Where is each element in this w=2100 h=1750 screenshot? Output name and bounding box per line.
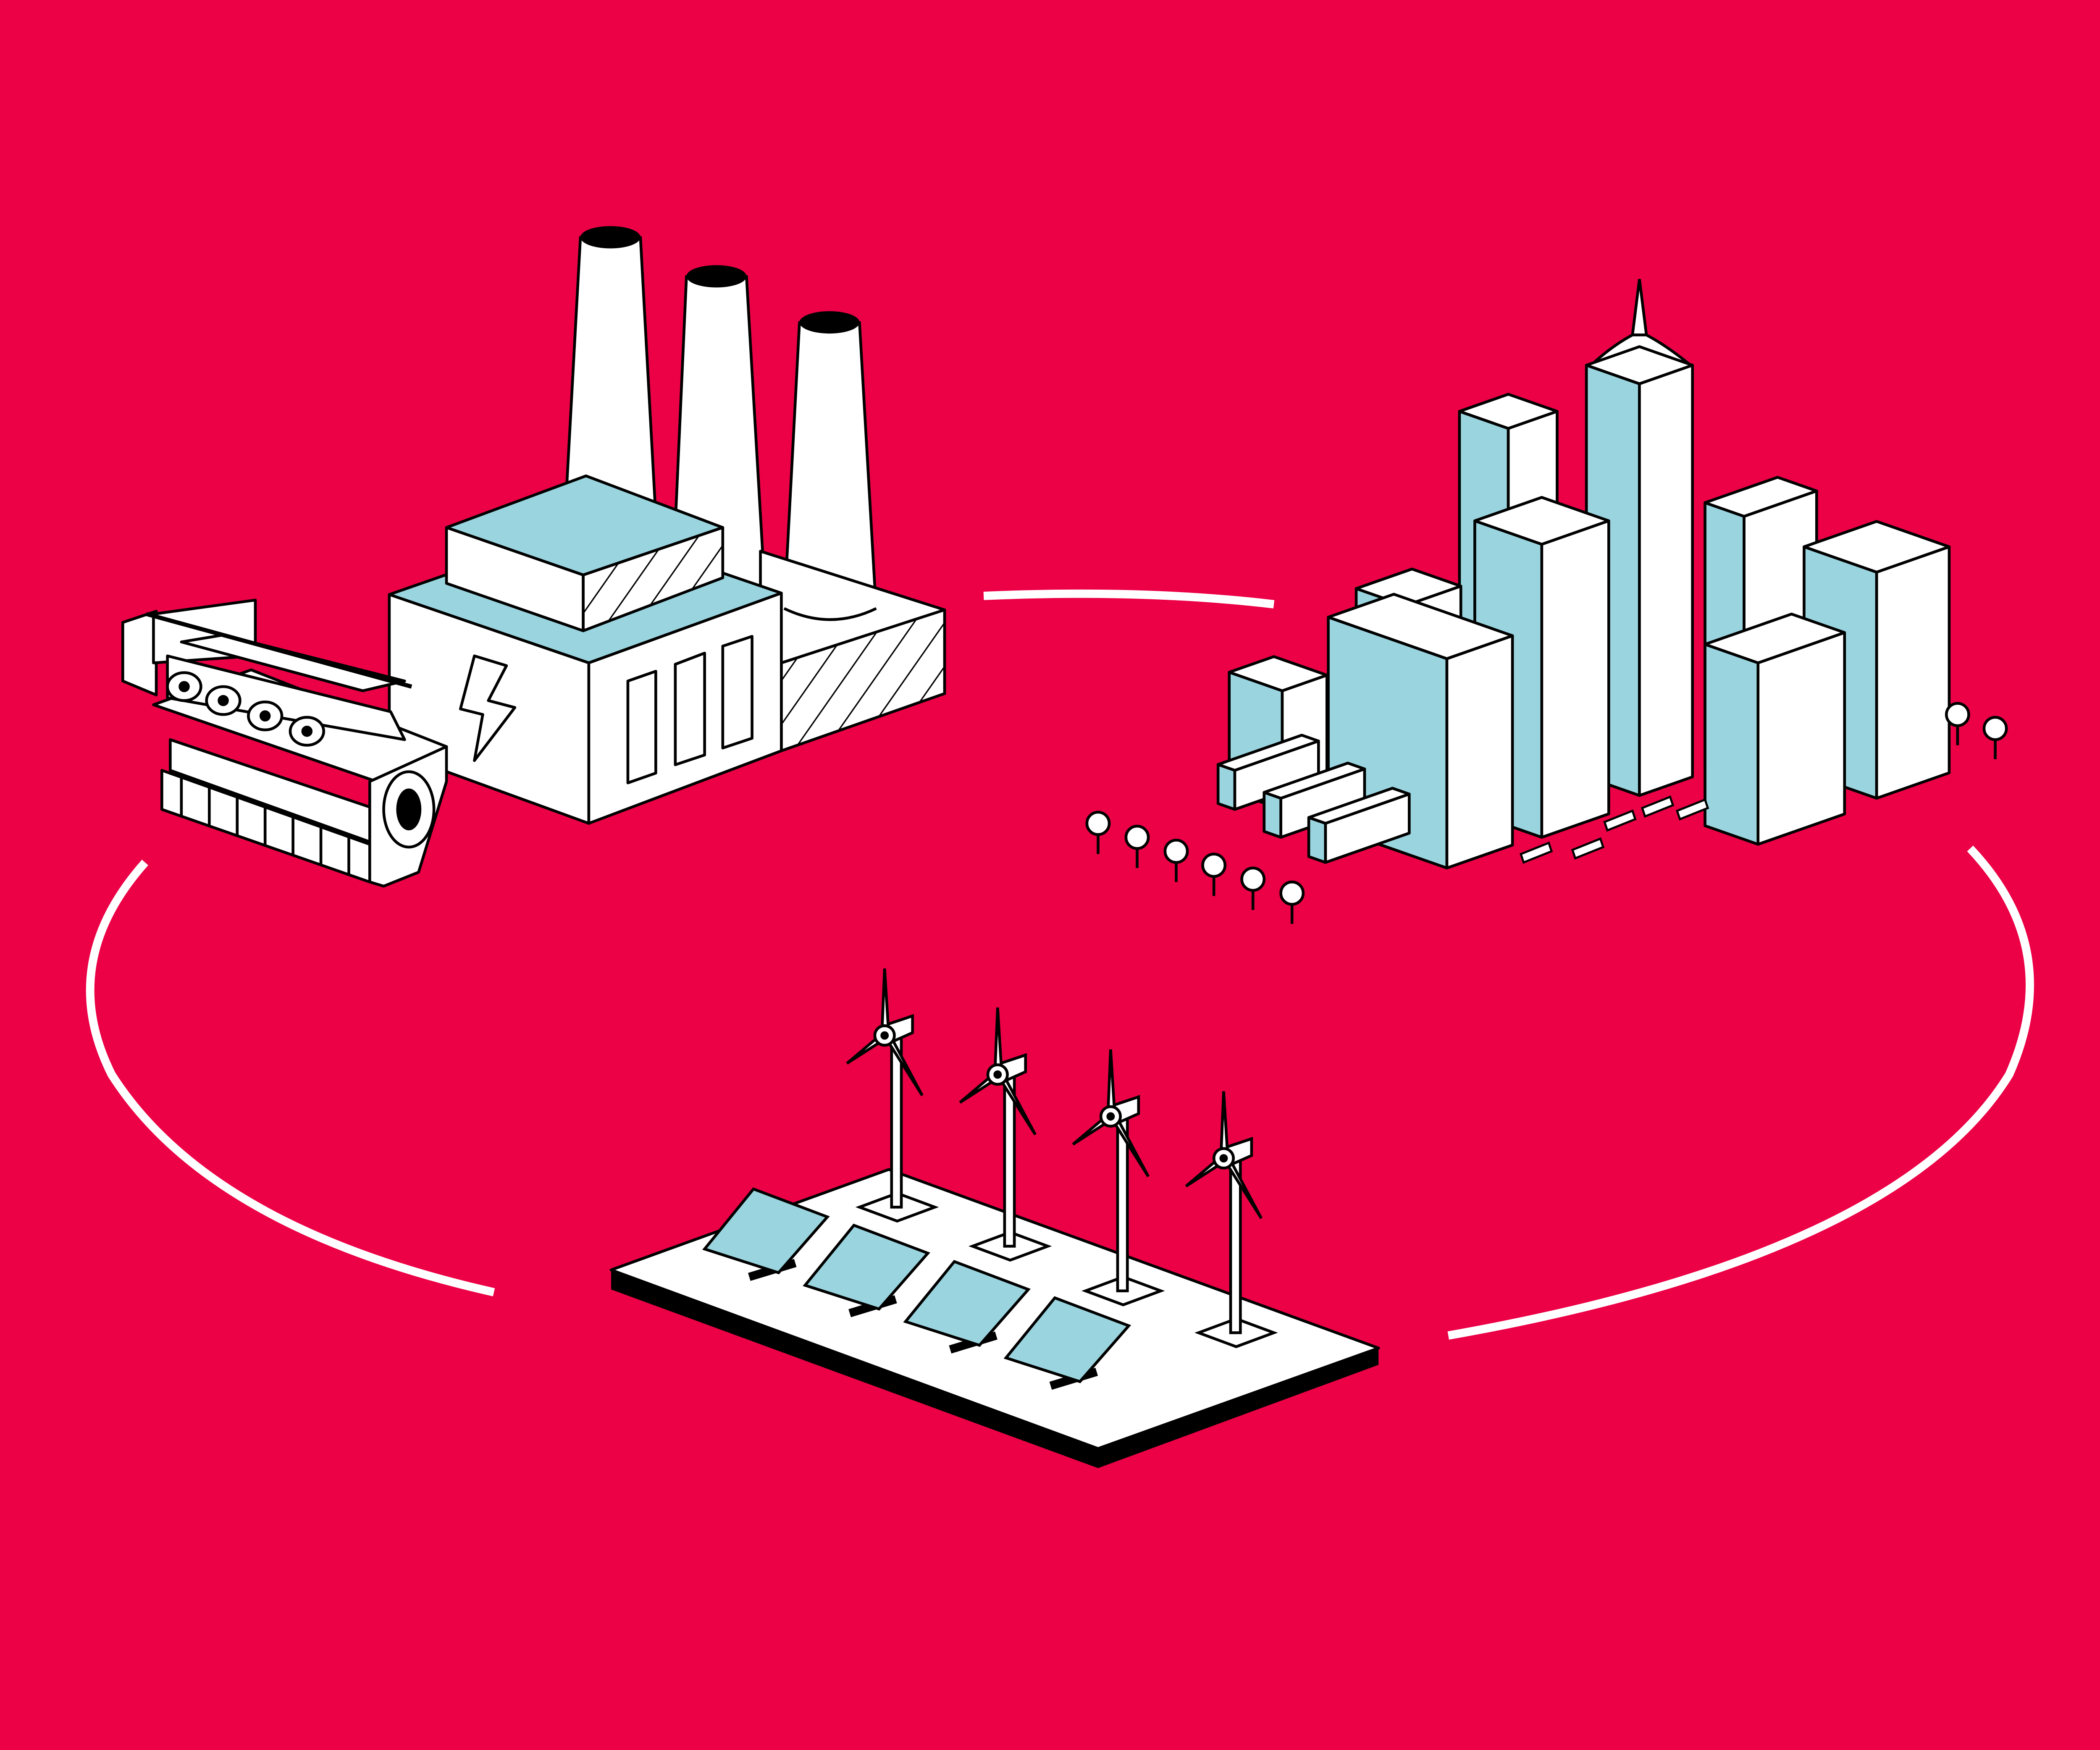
engine-flywheel-center: [396, 788, 422, 831]
factory-icon: [388, 226, 946, 825]
chimney-opening: [799, 311, 860, 334]
tree: [1240, 866, 1266, 892]
tree: [1201, 853, 1227, 878]
roof-box-hatched-side: [582, 526, 724, 632]
building-left-face: [1704, 643, 1760, 846]
building-right-face: [1540, 519, 1610, 839]
cycle-arc-top: [983, 589, 1275, 609]
lightning-bolt-icon: [459, 654, 517, 762]
solar-panel: [903, 1260, 1031, 1347]
chimney-opening: [686, 265, 747, 288]
building-right-face: [1756, 631, 1846, 846]
factory-window: [626, 670, 657, 784]
factory-windows: [626, 635, 753, 784]
building-mid: [1473, 496, 1610, 839]
building-front-right: [1704, 612, 1846, 846]
building-right-face: [1638, 364, 1694, 797]
building-roof: [1354, 567, 1462, 607]
cycle-lines: [86, 589, 2034, 1340]
building-left-face: [1263, 791, 1282, 839]
factory-window: [721, 635, 753, 750]
chimney: [564, 236, 657, 518]
engine-part: [121, 610, 158, 697]
building-roof: [1307, 787, 1411, 825]
car: [1519, 841, 1553, 864]
car: [1676, 798, 1709, 821]
car: [1571, 837, 1605, 860]
tree: [1163, 839, 1189, 864]
turbine-hub-center: [1106, 1112, 1115, 1121]
house: [1263, 761, 1366, 839]
building-right-face: [1445, 634, 1514, 870]
building-left-face: [1216, 763, 1236, 811]
tree: [1124, 824, 1150, 850]
turbine-hub-center: [993, 1070, 1002, 1079]
cycle-arc-right: [1447, 845, 2034, 1340]
wind-solar-farm-icon: [609, 968, 1380, 1468]
tree: [1279, 880, 1305, 906]
platform-edge: [611, 1270, 1379, 1468]
building-right-face: [1875, 545, 1951, 800]
solar-panel: [1003, 1296, 1131, 1383]
solar-panel: [702, 1187, 830, 1275]
building-roof: [1228, 655, 1328, 693]
factory-window: [674, 651, 706, 766]
car: [1603, 809, 1637, 832]
chimney-opening: [580, 226, 640, 249]
tree: [1945, 702, 1970, 727]
tree: [1982, 716, 2008, 741]
building-roof: [1263, 761, 1366, 800]
building-roof: [1803, 520, 1951, 574]
engine-icon: [121, 598, 448, 888]
house: [1307, 787, 1411, 864]
engine-base-ribs: [180, 776, 350, 875]
tree: [1085, 811, 1111, 836]
chimney-base: [783, 607, 877, 621]
turbine-hub-center: [1219, 1154, 1228, 1163]
building-roof: [1216, 734, 1320, 772]
house: [1216, 734, 1320, 811]
city-skyline-icon: [1085, 279, 2008, 924]
building-roof: [1704, 476, 1818, 518]
cycle-arc-left: [86, 859, 495, 1296]
engine-cylinders: [146, 612, 412, 747]
car: [1641, 795, 1675, 818]
solar-panel: [803, 1223, 930, 1311]
building-roof: [1327, 593, 1514, 660]
building-roof: [1473, 496, 1610, 546]
building-left-face: [1307, 816, 1327, 864]
building-roof: [1458, 393, 1559, 430]
turbine-hub-center: [880, 1031, 889, 1040]
building-roof: [1704, 612, 1846, 664]
building-roof: [1585, 345, 1694, 386]
